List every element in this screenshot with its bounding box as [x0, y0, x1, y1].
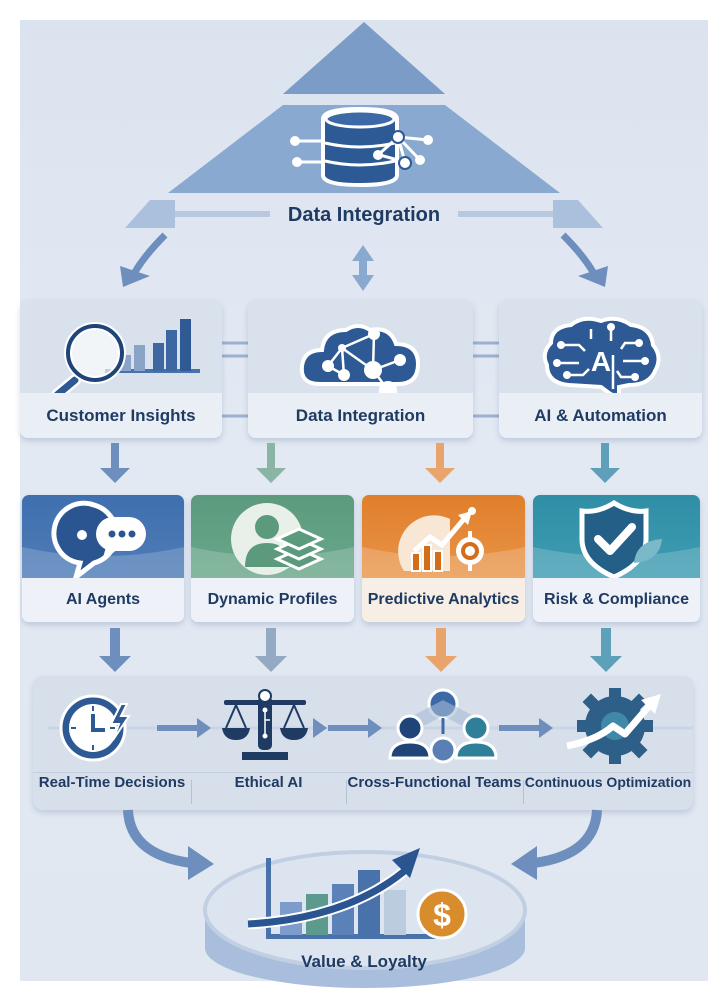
- arrow-left-curve: [131, 232, 168, 274]
- arrow-right-curve: [524, 809, 602, 869]
- tier1-label: AI & Automation: [499, 393, 702, 438]
- tier2-tier3-arrows: [99, 628, 622, 672]
- tier1-card-customer-insights[interactable]: Customer Insights: [20, 300, 222, 438]
- clock-lightning-icon: [59, 694, 131, 762]
- team-network-icon: [388, 688, 498, 764]
- currency-symbol: $: [433, 897, 451, 933]
- ai-brain-icon: A: [542, 316, 661, 403]
- tier1-card-ai-automation[interactable]: A AI & Automation: [499, 300, 702, 438]
- pyramid-apex: [283, 22, 445, 94]
- growth-target-icon: [398, 507, 484, 572]
- top-title: Data Integration: [287, 204, 441, 226]
- arrow-shaft: [601, 443, 609, 473]
- arrow-shaft: [267, 443, 275, 473]
- arrowhead-right: [511, 846, 537, 880]
- svg-text:A: A: [591, 346, 611, 377]
- tier2-label: AI Agents: [22, 578, 184, 622]
- tier1-label: Data Integration: [248, 393, 473, 438]
- tier2-label: Risk & Compliance: [533, 578, 700, 622]
- tier1-label: Customer Insights: [20, 393, 222, 438]
- tier2-label: Predictive Analytics: [362, 578, 525, 622]
- arrow-left-curve: [123, 809, 201, 869]
- ledge-right: [553, 200, 603, 228]
- tier1-tier2-arrows: [100, 443, 620, 483]
- arrowhead-up: [352, 245, 374, 261]
- divider: [523, 780, 524, 804]
- tier3-label: Ethical AI: [234, 774, 303, 791]
- dollar-coin-icon: [416, 888, 468, 940]
- outcome-label: Value & Loyalty: [301, 952, 427, 971]
- arrow-shaft: [436, 443, 444, 473]
- arrowhead: [425, 656, 457, 672]
- shield-check-icon: [579, 500, 662, 580]
- tier2-card-ai-agents[interactable]: AI Agents: [22, 495, 184, 622]
- chat-bubbles-icon: [51, 500, 146, 584]
- gear-trend-icon: [566, 688, 661, 764]
- profile-layers-icon: [231, 503, 325, 575]
- divider: [191, 780, 192, 804]
- arrow-shaft: [436, 628, 446, 658]
- tier2-label: Dynamic Profiles: [191, 578, 354, 622]
- arrowhead: [100, 468, 130, 483]
- outcome-arrows: [123, 809, 602, 880]
- arrowhead-right: [578, 266, 608, 287]
- tier2-card-risk-compliance[interactable]: Risk & Compliance: [533, 495, 700, 622]
- arrow-shaft: [111, 443, 119, 473]
- arrowhead: [99, 656, 131, 672]
- cloud-network-icon: [299, 324, 421, 399]
- bar-left: [175, 211, 270, 217]
- arrow-shaft: [601, 628, 611, 658]
- arrow-center-shaft: [359, 257, 367, 279]
- ledge-left: [125, 200, 175, 228]
- tier3-label: Continuous Optimization: [524, 774, 692, 790]
- tier3-row: Real-Time Decisions Ethical AI Cross-Fun…: [33, 676, 693, 810]
- tier1-card-data-integration[interactable]: Data Integration: [248, 300, 473, 438]
- bar-right: [458, 211, 553, 217]
- arrowhead: [255, 656, 287, 672]
- tier2-card-dynamic-profiles[interactable]: Dynamic Profiles: [191, 495, 354, 622]
- tier1-connectors: [222, 341, 499, 418]
- arrow-right-curve: [560, 232, 597, 274]
- magnifier-chart-icon: [51, 319, 200, 401]
- arrowhead-down: [352, 275, 374, 291]
- arrowhead: [256, 468, 286, 483]
- growth-chart-dollar-icon: $: [247, 848, 468, 940]
- arrowhead: [590, 468, 620, 483]
- arrowhead: [590, 656, 622, 672]
- arrow-shaft: [110, 628, 120, 658]
- tier2-card-predictive-analytics[interactable]: Predictive Analytics: [362, 495, 525, 622]
- database-network-icon: [290, 106, 433, 188]
- arrow-shaft: [266, 628, 276, 658]
- arrowhead-left: [120, 266, 150, 287]
- scales-circuit-icon: [222, 689, 308, 760]
- tier3-label: Real-Time Decisions: [38, 774, 186, 791]
- arrowhead: [425, 468, 455, 483]
- tier0-arrows: [120, 232, 608, 291]
- divider: [346, 780, 347, 804]
- tier3-label: Cross-Functional Teams: [347, 774, 522, 791]
- arrowhead-left: [188, 846, 214, 880]
